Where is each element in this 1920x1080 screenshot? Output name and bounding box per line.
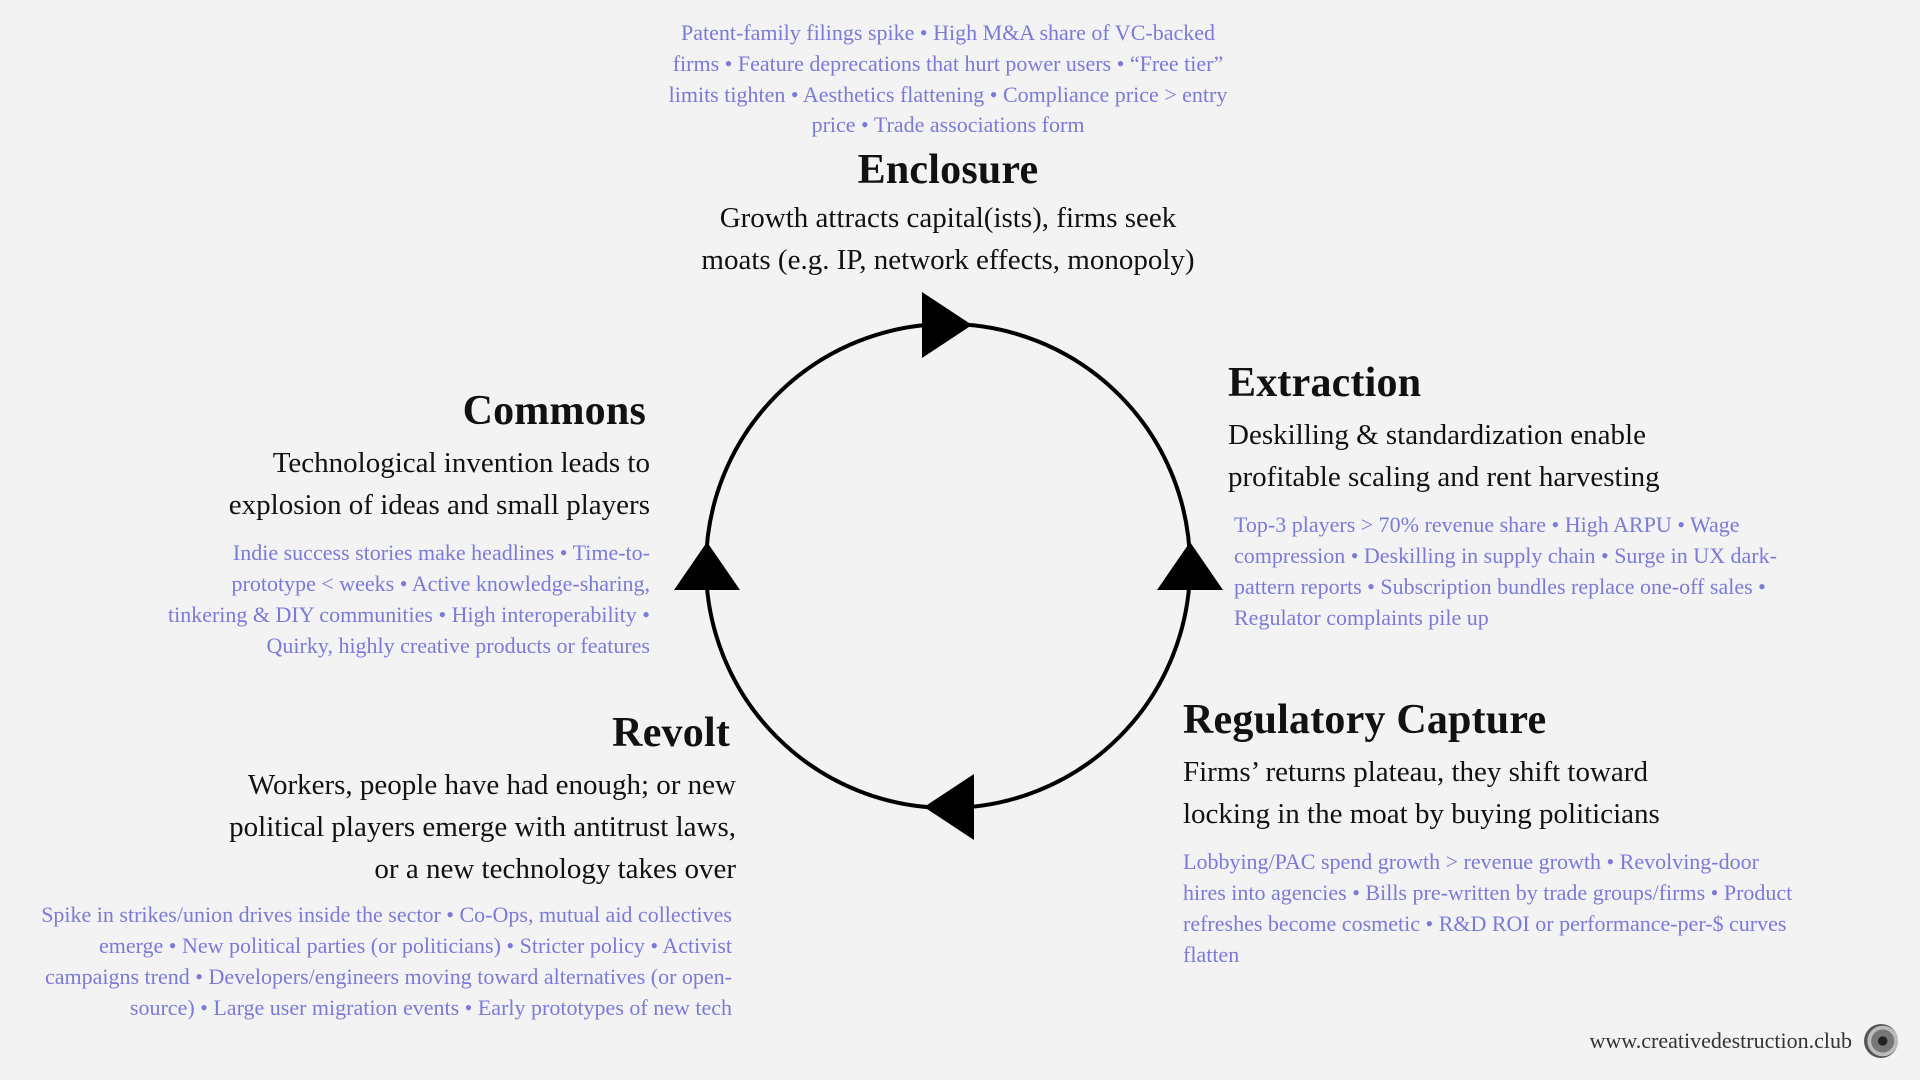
regulatory-capture-description: Firms’ returns plateau, they shift towar… [1183, 756, 1660, 831]
arrow-left-icon [674, 542, 740, 590]
enclosure-indicators: Patent-family filings spike • High M&A s… [668, 20, 1228, 138]
stage-extraction: Extraction Deskilling & standardization … [1228, 360, 1808, 633]
commons-description: Technological invention leads to explosi… [228, 447, 650, 522]
extraction-description: Deskilling & standardization enable prof… [1228, 419, 1660, 494]
stage-enclosure: Patent-family filings spike • High M&A s… [660, 18, 1236, 293]
extraction-indicators: Top-3 players > 70% revenue share • High… [1234, 512, 1777, 630]
cycle-circle [704, 322, 1192, 810]
extraction-title: Extraction [1228, 360, 1422, 406]
website-link[interactable]: www.creativedestruction.club [1589, 1028, 1852, 1053]
enclosure-description: Growth attracts capital(ists), firms see… [701, 202, 1195, 277]
stage-regulatory-capture: Regulatory Capture Firms’ returns platea… [1183, 697, 1803, 970]
regulatory-capture-indicators: Lobbying/PAC spend growth > revenue grow… [1183, 849, 1793, 967]
eye-logo-icon [1864, 1024, 1898, 1058]
footer: www.creativedestruction.club [1590, 1024, 1898, 1058]
regulatory-capture-title: Regulatory Capture [1183, 697, 1547, 743]
arrow-right-icon [1157, 542, 1223, 590]
revolt-title: Revolt [612, 710, 730, 756]
commons-title: Commons [462, 388, 646, 434]
revolt-description: Workers, people have had enough; or new … [229, 769, 736, 886]
stage-revolt: Revolt Workers, people have had enough; … [18, 710, 736, 1024]
enclosure-title: Enclosure [857, 147, 1039, 194]
arrow-bottom-icon [924, 774, 974, 840]
commons-indicators: Indie success stories make headlines • T… [167, 540, 650, 658]
stage-commons: Commons Technological invention leads to… [150, 388, 650, 661]
revolt-indicators: Spike in strikes/union drives inside the… [41, 902, 732, 1020]
arrow-top-icon [922, 292, 972, 358]
